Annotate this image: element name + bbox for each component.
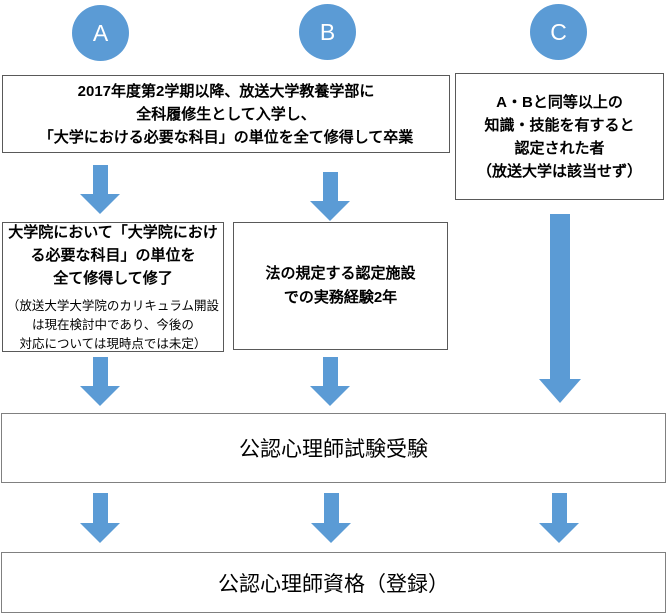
ab-entry-line: 2017年度第2学期以降、放送大学教養学部に (77, 82, 375, 100)
c-entry-line: A・Bと同等以上の (496, 93, 623, 111)
c-entry-line: 知識・技能を有すると (484, 116, 635, 134)
route-a-badge: A (72, 5, 129, 61)
down-arrow-icon (310, 172, 350, 221)
ab-entry-line: 全科履修生として入学し、 (136, 105, 316, 123)
practice-line: での実務経験2年 (283, 289, 398, 306)
down-arrow-icon (80, 165, 120, 214)
registration-box: 公認心理師資格（登録） (1, 552, 666, 613)
grad-line: る必要な科目」の単位を (30, 246, 196, 264)
exam-box: 公認心理師試験受験 (1, 413, 666, 483)
down-arrow-icon (80, 357, 120, 406)
route-a-label: A (92, 19, 109, 46)
route-b-label: B (319, 18, 336, 45)
grad-note-line: 対応については現時点では未定） (19, 336, 207, 351)
c-entry-line: 認定された者 (514, 139, 605, 157)
a-graduate-school-box: 大学院において「大学院におけ る必要な科目」の単位を 全て修得して修了 （放送大… (2, 222, 224, 352)
registration-label: 公認心理師資格（登録） (218, 572, 449, 596)
route-c-label: C (550, 18, 567, 45)
exam-label: 公認心理師試験受験 (239, 438, 428, 461)
ab-entry-box: 2017年度第2学期以降、放送大学教養学部に 全科履修生として入学し、 「大学に… (2, 75, 450, 153)
practice-line: 法の規定する認定施設 (265, 265, 416, 282)
down-arrow-icon (311, 493, 351, 543)
c-entry-line: （放送大学は該当せず） (476, 162, 642, 180)
route-c-badge: C (530, 4, 587, 60)
grad-note-line: は現在検討中であり、今後の (32, 317, 194, 332)
down-arrow-long-icon (539, 214, 581, 403)
route-b-badge: B (299, 4, 356, 60)
b-practice-box: 法の規定する認定施設 での実務経験2年 (233, 222, 448, 350)
grad-note-line: （放送大学大学院のカリキュラム開設 (6, 298, 220, 313)
ab-entry-line: 「大学における必要な科目」の単位を全て修得して卒業 (38, 128, 414, 146)
down-arrow-icon (539, 493, 579, 543)
grad-line: 全て修得して修了 (53, 269, 173, 287)
grad-line: 大学院において「大学院におけ (8, 223, 218, 241)
c-entry-box: A・Bと同等以上の 知識・技能を有すると 認定された者 （放送大学は該当せず） (455, 73, 664, 200)
down-arrow-icon (80, 493, 120, 543)
down-arrow-icon (310, 357, 350, 406)
